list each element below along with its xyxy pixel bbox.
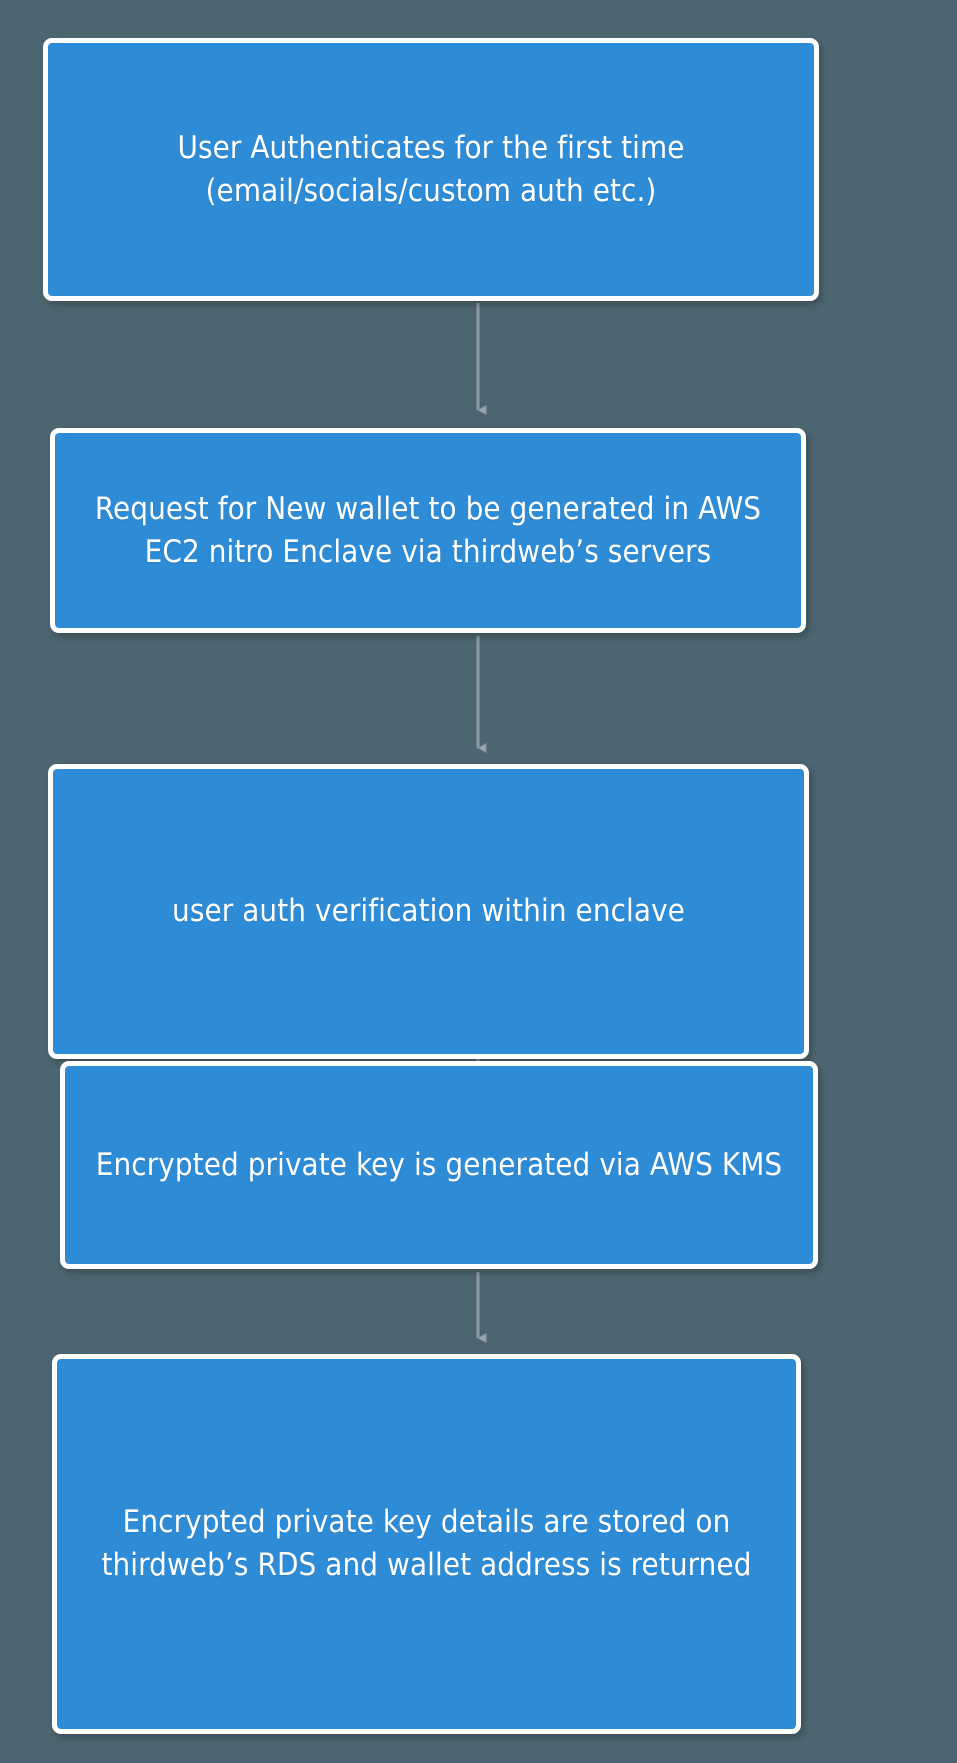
flow-node-request-new-wallet[interactable]: Request for New wallet to be generated i… <box>50 428 806 633</box>
flow-node-user-authenticates[interactable]: User Authenticates for the first time (e… <box>43 38 819 301</box>
flow-node-key-stored-address-returned[interactable]: Encrypted private key details are stored… <box>52 1354 801 1734</box>
flow-node-label: user auth verification within enclave <box>172 893 685 930</box>
flow-node-label: Encrypted private key is generated via A… <box>95 1146 783 1183</box>
flow-node-label: User Authenticates for the first time (e… <box>177 129 685 209</box>
flow-node-label: Encrypted private key details are stored… <box>101 1504 752 1583</box>
flow-node-encrypted-key-generated[interactable]: Encrypted private key is generated via A… <box>60 1061 818 1269</box>
flow-node-user-auth-verification[interactable]: user auth verification within enclave <box>48 764 809 1059</box>
flow-node-label: Request for New wallet to be generated i… <box>94 490 762 570</box>
